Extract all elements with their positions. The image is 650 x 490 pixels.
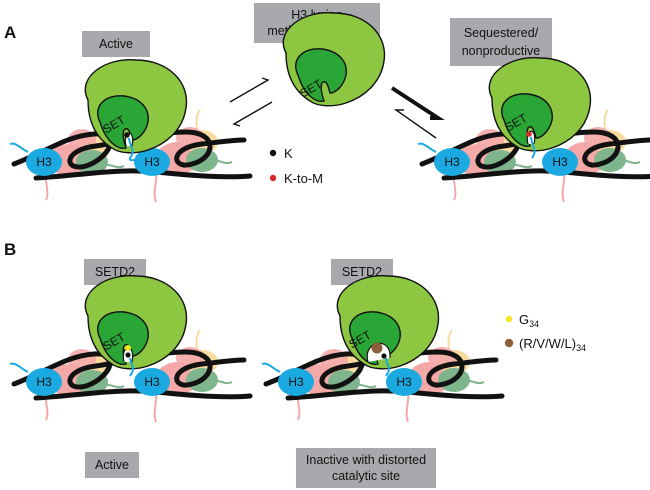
legend-k-dot	[269, 149, 277, 157]
legend-a: K K-to-M	[269, 146, 323, 186]
h3-label-a1: H3	[36, 155, 52, 169]
h3-label-a2: H3	[144, 155, 160, 169]
legend-g34-dot	[505, 315, 513, 323]
legend-ktom-label: K-to-M	[284, 171, 323, 186]
legend-b: G34 (R/V/W/L)34	[504, 312, 586, 353]
active-b-box: Active	[85, 452, 139, 478]
inactive-label-line2: catalytic site	[332, 469, 400, 483]
ktom-dot	[526, 131, 532, 137]
panel-label-a: A	[4, 23, 16, 42]
inactive-label-line1: Inactive with distorted	[306, 453, 426, 467]
h3-label-b3: H3	[288, 375, 304, 389]
lysine-dot	[124, 132, 130, 138]
active-complex-a: SET H3 H3	[10, 59, 250, 202]
legend-mut-label: (R/V/W/L)34	[519, 336, 586, 353]
active-b-label: Active	[95, 458, 129, 472]
sequestered-label-line1: Sequestered/	[464, 26, 539, 40]
equilibrium-arrows-right	[390, 86, 445, 139]
sequestered-complex: SET H3 H3	[418, 57, 650, 202]
h3-label-a4: H3	[552, 155, 568, 169]
h3-label-b1: H3	[36, 375, 52, 389]
active-a-label: Active	[99, 37, 133, 51]
sequestered-label-line2: nonproductive	[462, 44, 541, 58]
equilibrium-arrows-left	[229, 77, 273, 127]
legend-ktom-dot	[269, 174, 277, 182]
inactive-complex-b: SET H3 H3	[262, 275, 502, 422]
mutant-dot	[371, 342, 383, 354]
active-a-box: Active	[82, 31, 150, 57]
legend-k-label: K	[284, 146, 293, 161]
legend-g34-label: G34	[519, 312, 539, 329]
free-enzyme: SET	[282, 12, 386, 107]
setd2-right-label: SETD2	[342, 265, 382, 279]
panel-label-b: B	[4, 240, 16, 259]
active-complex-b: SET H3 H3	[10, 275, 250, 422]
h3-label-a3: H3	[444, 155, 460, 169]
h3-label-b2: H3	[144, 375, 160, 389]
legend-mut-dot	[504, 338, 514, 348]
g34-dot	[125, 345, 131, 351]
h3-label-b4: H3	[396, 375, 412, 389]
inactive-label-box: Inactive with distorted catalytic site	[296, 448, 436, 488]
